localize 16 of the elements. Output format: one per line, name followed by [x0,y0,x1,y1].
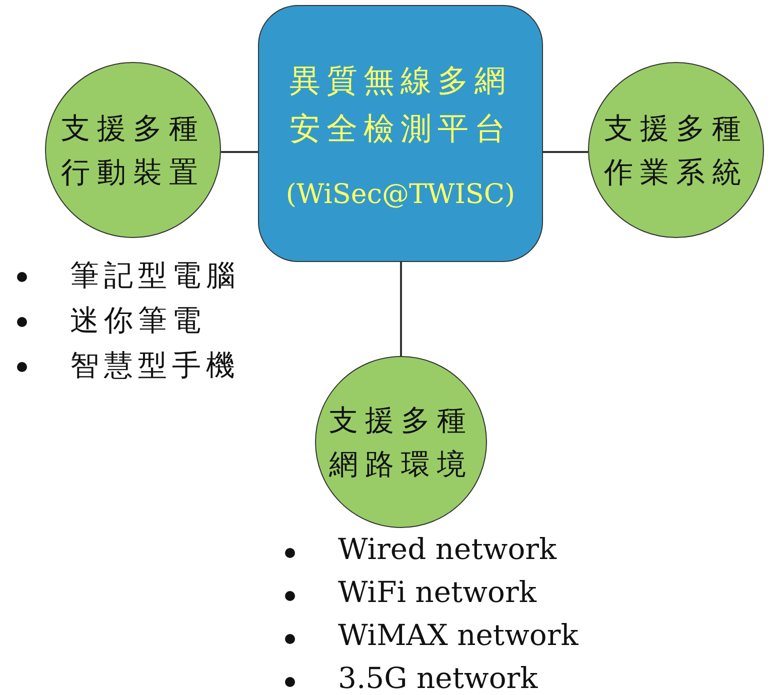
feature-label: 支援多種行動裝置 [60,110,206,191]
connector-line [543,151,588,153]
list-item: Wired network [338,532,557,566]
list-item: 筆記型電腦 [70,257,240,294]
list-item: WiMAX network [338,618,578,652]
feature-label: 支援多種作業系統 [603,110,749,191]
feature-label: 支援多種網路環境 [328,402,474,483]
list-item: 迷你筆電 [70,302,206,339]
platform-subtitle: (WiSec@TWISC) [286,179,516,210]
list-item: WiFi network [338,575,536,609]
list-item: 3.5G network [338,661,538,695]
platform-box [258,5,543,262]
platform-title: 異質無線多網安全檢測平台 [288,62,512,149]
list-item: 智慧型手機 [70,347,240,384]
connector-line [400,262,402,356]
connector-line [221,151,258,153]
